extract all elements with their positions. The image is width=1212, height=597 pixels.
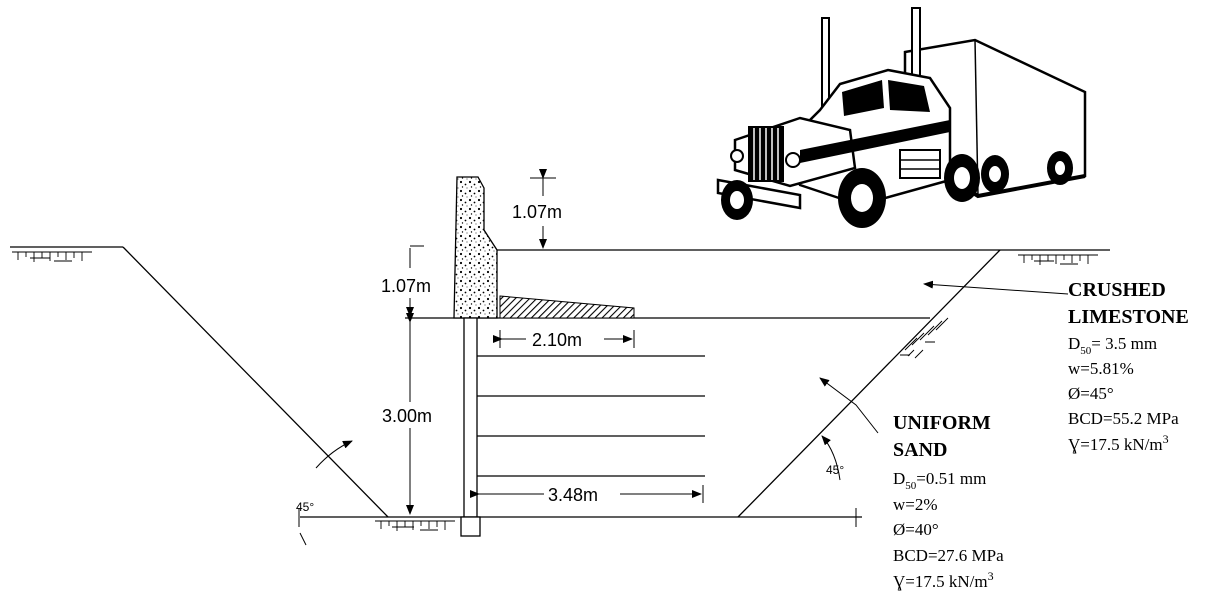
svg-text:w=2%: w=2% xyxy=(893,495,938,514)
ground-hatch-right xyxy=(1018,254,1098,265)
dim-label-strip: 3.48m xyxy=(548,485,598,505)
ground-hatch-bottom xyxy=(375,520,455,531)
bottom-tick-left xyxy=(298,508,307,546)
dim-label-slab: 2.10m xyxy=(532,330,582,350)
svg-text:SAND: SAND xyxy=(893,439,947,461)
crushed-limestone-label: CRUSHED LIMESTONE D50= 3.5 mm w=5.81% Ø=… xyxy=(1068,279,1189,454)
dim-label-wall-top: 1.07m xyxy=(512,202,562,222)
reinforcement-strips xyxy=(477,355,705,477)
ground-hatch-left xyxy=(12,251,92,262)
slab-wedge xyxy=(499,295,635,319)
concrete-wall xyxy=(453,176,498,319)
dim-left-1.07: 1.07m xyxy=(381,245,431,317)
svg-text:Ɣ=17.5 kN/m3: Ɣ=17.5 kN/m3 xyxy=(893,569,994,591)
leader-limestone xyxy=(923,280,1069,295)
dim-slab-2.10: 2.10m xyxy=(493,330,635,350)
truck-icon xyxy=(716,7,1087,228)
svg-text:CRUSHED: CRUSHED xyxy=(1068,279,1166,301)
dim-strip-3.48: 3.48m xyxy=(470,485,704,505)
pile-toe xyxy=(460,516,481,537)
uniform-sand-label: UNIFORM SAND D50=0.51 mm w=2% Ø=40° BCD=… xyxy=(893,412,1004,591)
svg-text:BCD=55.2 MPa: BCD=55.2 MPa xyxy=(1068,409,1179,428)
svg-text:UNIFORM: UNIFORM xyxy=(893,412,991,434)
sheet-pile xyxy=(463,317,478,518)
dim-label-fill: 1.07m xyxy=(381,276,431,296)
angle-right: 45° xyxy=(821,435,844,481)
svg-text:Ɣ=17.5 kN/m3: Ɣ=17.5 kN/m3 xyxy=(1068,432,1169,454)
svg-text:BCD=27.6 MPa: BCD=27.6 MPa xyxy=(893,546,1004,565)
angle-left: 45° xyxy=(296,440,353,514)
slope-hatch-right xyxy=(900,317,949,359)
dim-left-3.00: 3.00m xyxy=(382,313,432,515)
svg-text:Ø=40°: Ø=40° xyxy=(893,520,939,539)
svg-text:Ø=45°: Ø=45° xyxy=(1068,384,1114,403)
svg-text:LIMESTONE: LIMESTONE xyxy=(1068,306,1189,328)
svg-text:D50=0.51 mm: D50=0.51 mm xyxy=(893,469,986,492)
dim-top-1.07: 1.07m xyxy=(512,169,562,249)
svg-text:D50= 3.5 mm: D50= 3.5 mm xyxy=(1068,334,1157,357)
leader-sand xyxy=(819,377,879,434)
angle-label-right: 45° xyxy=(826,463,844,477)
svg-text:w=5.81%: w=5.81% xyxy=(1068,359,1134,378)
dim-label-wall-below: 3.00m xyxy=(382,406,432,426)
angle-label-left: 45° xyxy=(296,500,314,514)
